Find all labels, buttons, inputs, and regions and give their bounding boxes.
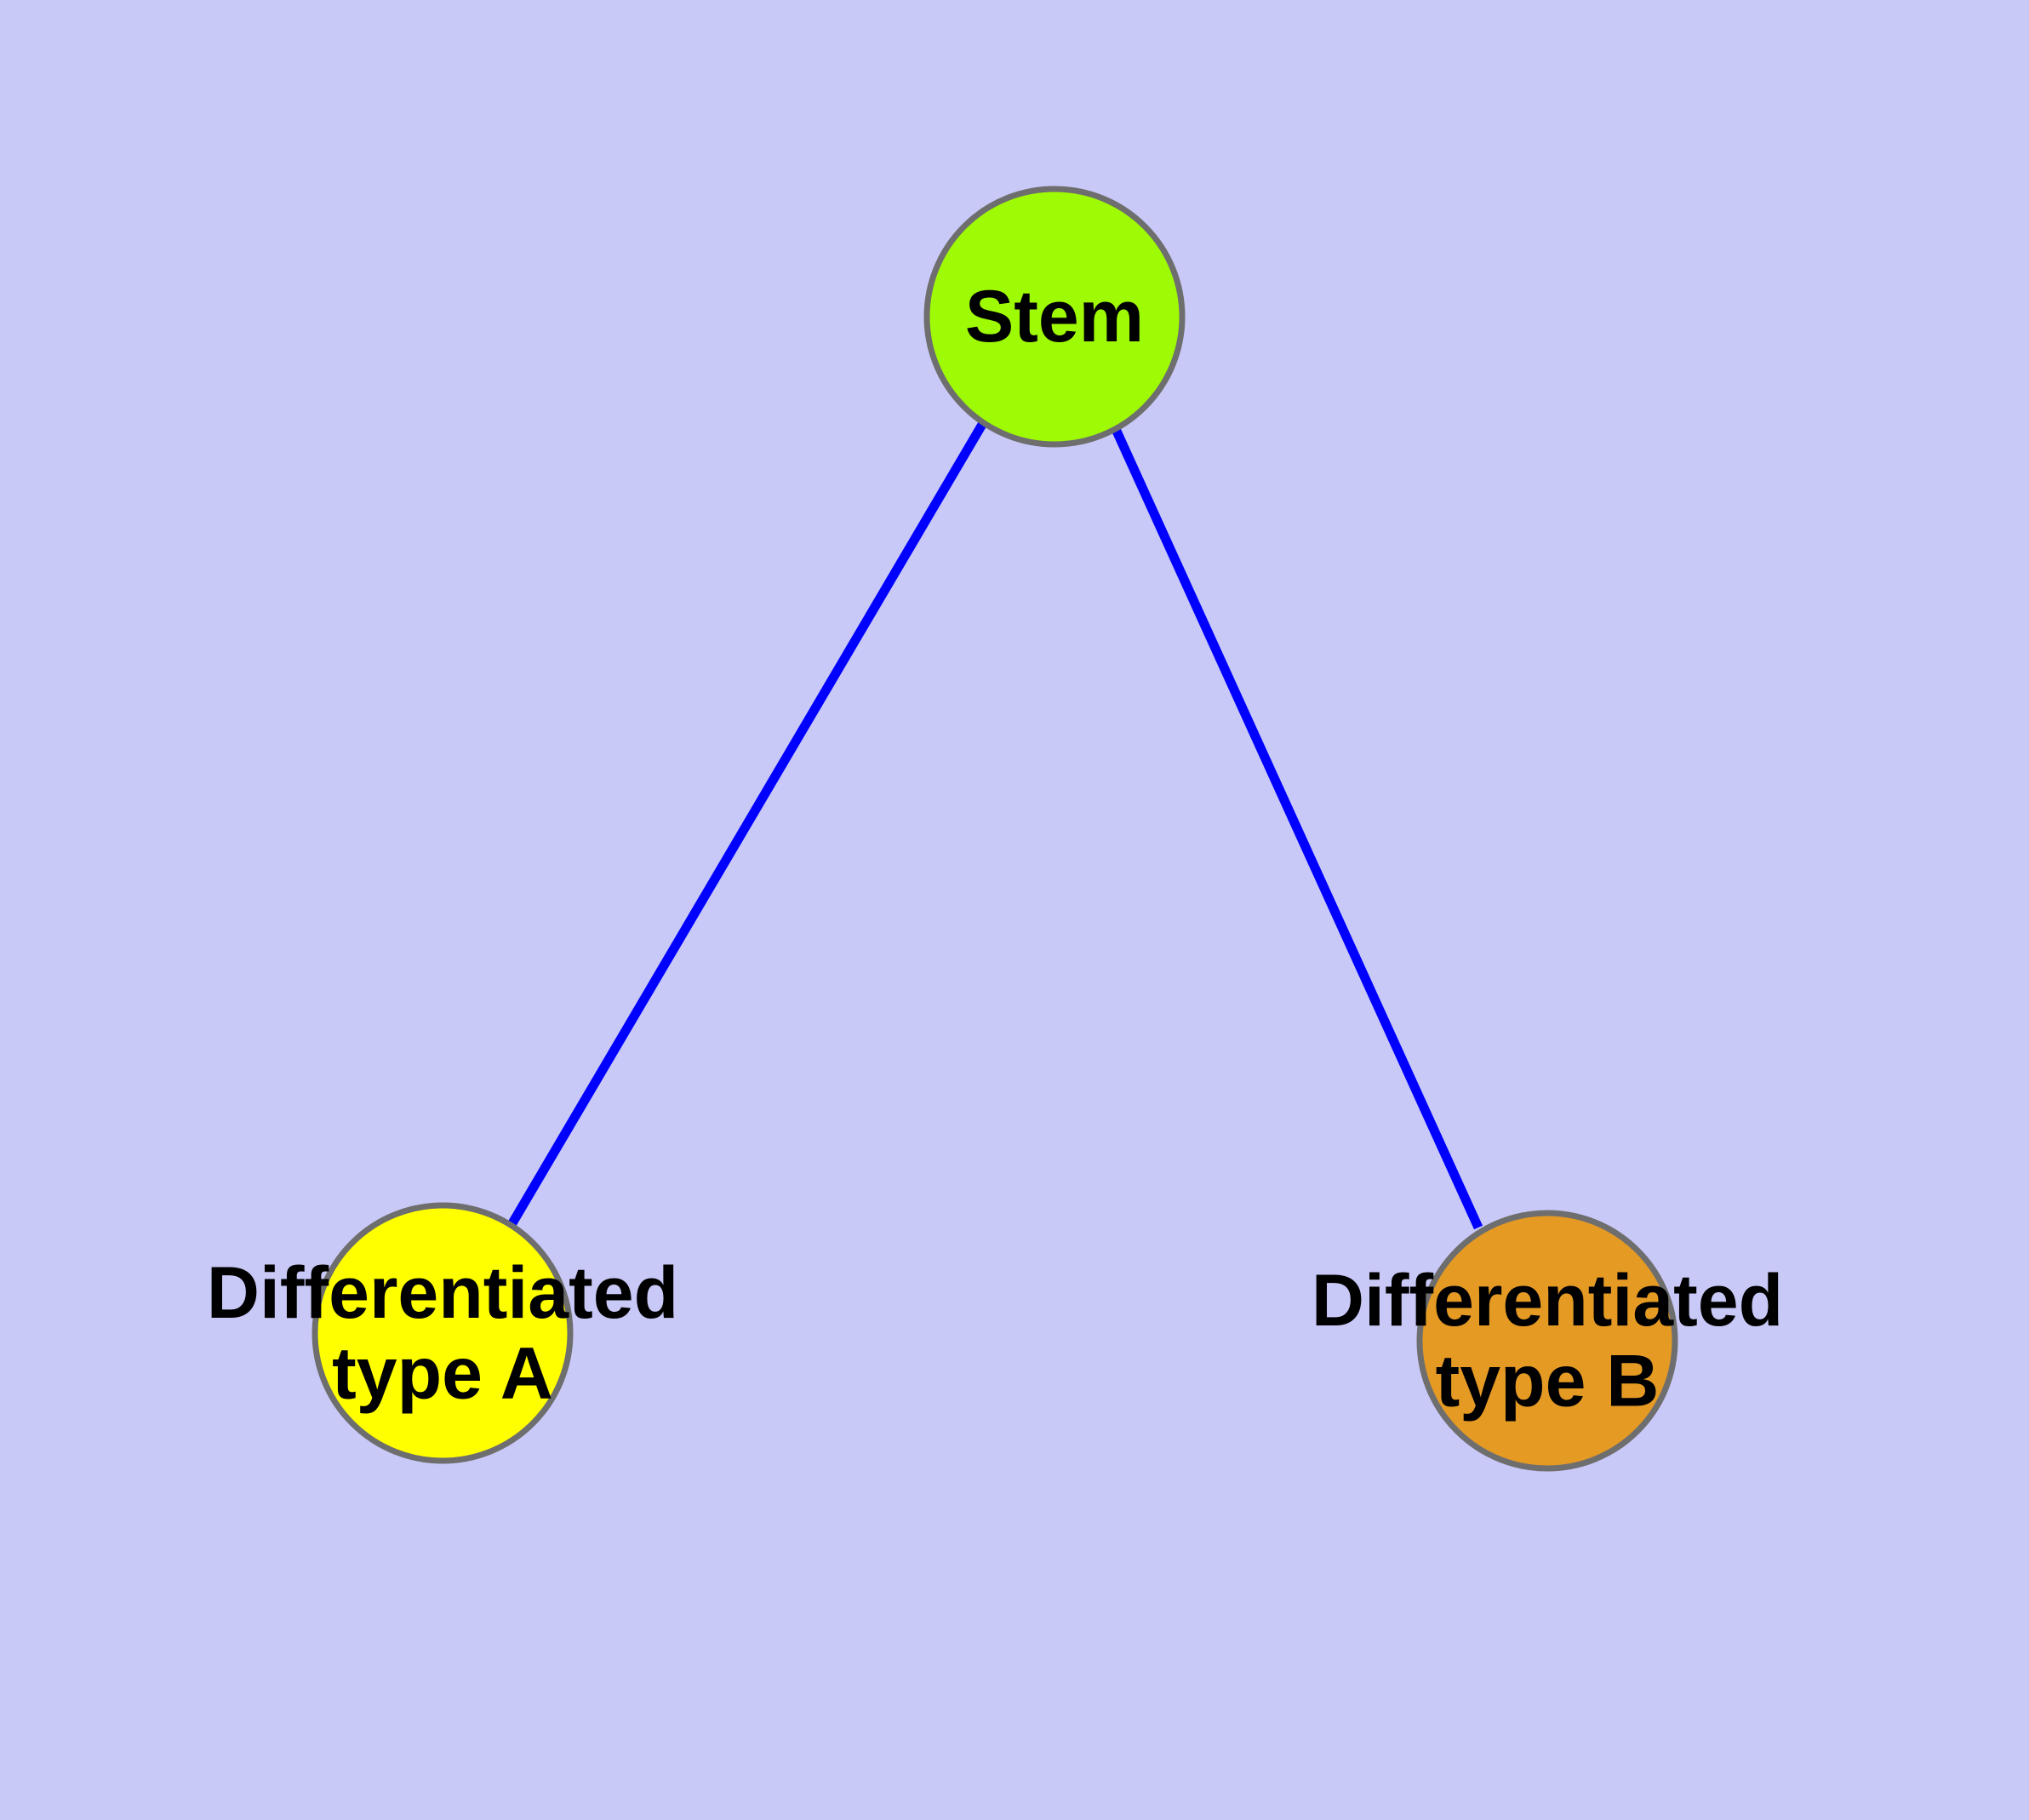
label-line: type A [332,1333,553,1415]
graph-node-label-stem: Stem [965,276,1144,358]
edges-layer [508,421,1483,1230]
label-line: Differentiated [1312,1260,1783,1342]
graph-node-stem[interactable] [923,186,1186,448]
label-line: Differentiated [207,1252,678,1334]
graph-node-diff-a[interactable] [311,1202,574,1464]
label-line: Stem [965,276,1144,358]
graph-edge-stem-to-diff-b[interactable] [1110,425,1483,1230]
graph-edge-stem-to-diff-a[interactable] [508,421,987,1226]
nodes-layer [311,186,1678,1472]
graph-node-diff-b[interactable] [1416,1210,1678,1472]
label-line: type B [1436,1341,1660,1422]
